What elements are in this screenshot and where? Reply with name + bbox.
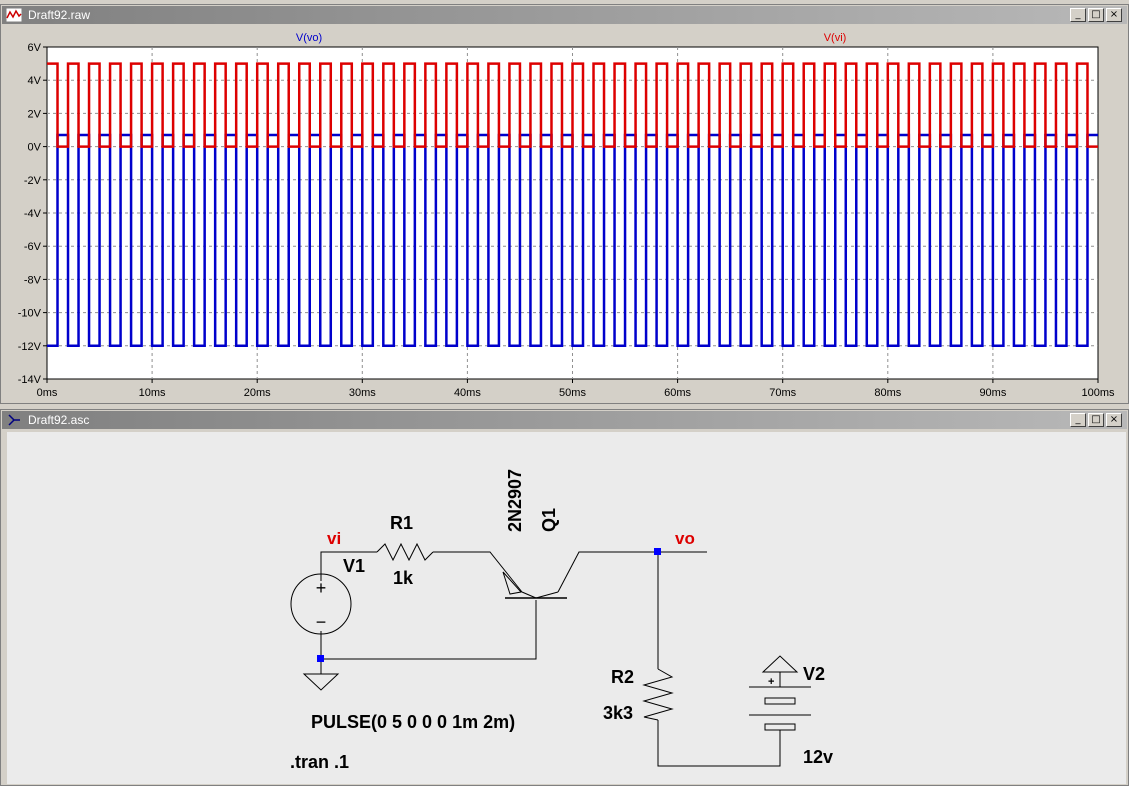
- v2-name[interactable]: V2: [803, 664, 825, 684]
- maximize-button[interactable]: □: [1088, 413, 1104, 427]
- x-tick-label: 10ms: [139, 387, 166, 399]
- schematic-icon: [8, 414, 20, 426]
- x-tick-label: 40ms: [454, 387, 481, 399]
- x-tick-label: 20ms: [244, 387, 271, 399]
- net-label-vo[interactable]: vo: [675, 529, 695, 548]
- y-tick-label: 6V: [28, 42, 42, 54]
- v2-battery[interactable]: [749, 655, 811, 732]
- schematic-window: Draft92.asc _ □ ×: [0, 409, 1129, 786]
- x-axis-ticks: 0ms 10ms 20ms 30ms 40ms 50ms 60ms 70ms 80ms 90ms 1…: [37, 387, 1115, 399]
- v1-name[interactable]: V1: [343, 556, 365, 576]
- waveform-icon: [6, 8, 22, 22]
- tran-directive[interactable]: .tran .1: [290, 752, 349, 772]
- x-tick-label: 60ms: [664, 387, 691, 399]
- minimize-button[interactable]: _: [1070, 8, 1086, 22]
- q1-transistor[interactable]: [502, 571, 567, 599]
- x-tick-label: 100ms: [1081, 387, 1115, 399]
- x-tick-label: 70ms: [769, 387, 796, 399]
- x-tick-label: 50ms: [559, 387, 586, 399]
- x-tick-label: 0ms: [37, 387, 58, 399]
- v1-value[interactable]: PULSE(0 5 0 0 0 1m 2m): [311, 712, 515, 732]
- maximize-button[interactable]: □: [1088, 8, 1104, 22]
- legend-vi[interactable]: V(vi): [824, 32, 847, 44]
- r2-resistor[interactable]: [642, 668, 674, 721]
- r2-name[interactable]: R2: [611, 667, 634, 687]
- v2-plus-sign: +: [768, 676, 774, 688]
- junction-dot: [317, 655, 324, 662]
- v1-source[interactable]: + −: [290, 573, 352, 635]
- v2-value[interactable]: 12v: [803, 747, 833, 767]
- y-tick-label: 2V: [28, 108, 42, 120]
- r1-name[interactable]: R1: [390, 513, 413, 533]
- y-tick-label: 4V: [28, 75, 42, 87]
- q1-name[interactable]: Q1: [539, 508, 559, 532]
- y-tick-label: -2V: [24, 175, 42, 187]
- plot-window: Draft92.raw _ □ × 6V 4V 2V 0V -2V -4V -6V -8V -1…: [0, 4, 1129, 404]
- v1-minus-sign: −: [316, 612, 327, 632]
- y-tick-label: -4V: [24, 208, 42, 220]
- y-tick-label: -8V: [24, 274, 42, 286]
- y-tick-label: -10V: [18, 308, 42, 320]
- y-tick-label: 0V: [28, 142, 42, 154]
- ground-symbol: [302, 673, 340, 691]
- x-tick-label: 30ms: [349, 387, 376, 399]
- series-vi-line[interactable]: [47, 62, 1098, 148]
- y-axis-ticks: 6V 4V 2V 0V -2V -4V -6V -8V -10V -12V -14V: [18, 42, 42, 386]
- schematic-window-title: Draft92.asc: [28, 413, 90, 427]
- q1-model[interactable]: 2N2907: [505, 469, 525, 532]
- schematic-canvas[interactable]: + − vi vo R1 1k V1: [7, 432, 1126, 784]
- minimize-button[interactable]: _: [1070, 413, 1086, 427]
- net-label-vi[interactable]: vi: [327, 529, 341, 548]
- close-button[interactable]: ×: [1106, 8, 1122, 22]
- close-button[interactable]: ×: [1106, 413, 1122, 427]
- junction-dot: [654, 548, 661, 555]
- y-tick-label: -12V: [18, 341, 42, 353]
- r1-value[interactable]: 1k: [393, 568, 414, 588]
- waveform-plot[interactable]: 6V 4V 2V 0V -2V -4V -6V -8V -10V -12V -14V 0ms 10ms…: [1, 25, 1128, 403]
- plot-titlebar[interactable]: Draft92.raw _ □ ×: [2, 6, 1127, 24]
- series-lines: [47, 62, 1098, 348]
- schematic-titlebar[interactable]: Draft92.asc _ □ ×: [2, 411, 1127, 429]
- plot-window-title: Draft92.raw: [28, 8, 91, 22]
- v1-plus-sign: +: [316, 578, 327, 598]
- y-tick-label: -14V: [18, 374, 42, 386]
- wires[interactable]: [320, 551, 781, 767]
- x-tick-label: 90ms: [979, 387, 1006, 399]
- r1-resistor[interactable]: [376, 542, 434, 562]
- r2-value[interactable]: 3k3: [603, 703, 633, 723]
- legend-vo[interactable]: V(vo): [296, 32, 322, 44]
- y-tick-label: -6V: [24, 241, 42, 253]
- series-vo-line[interactable]: [47, 133, 1098, 348]
- x-tick-label: 80ms: [874, 387, 901, 399]
